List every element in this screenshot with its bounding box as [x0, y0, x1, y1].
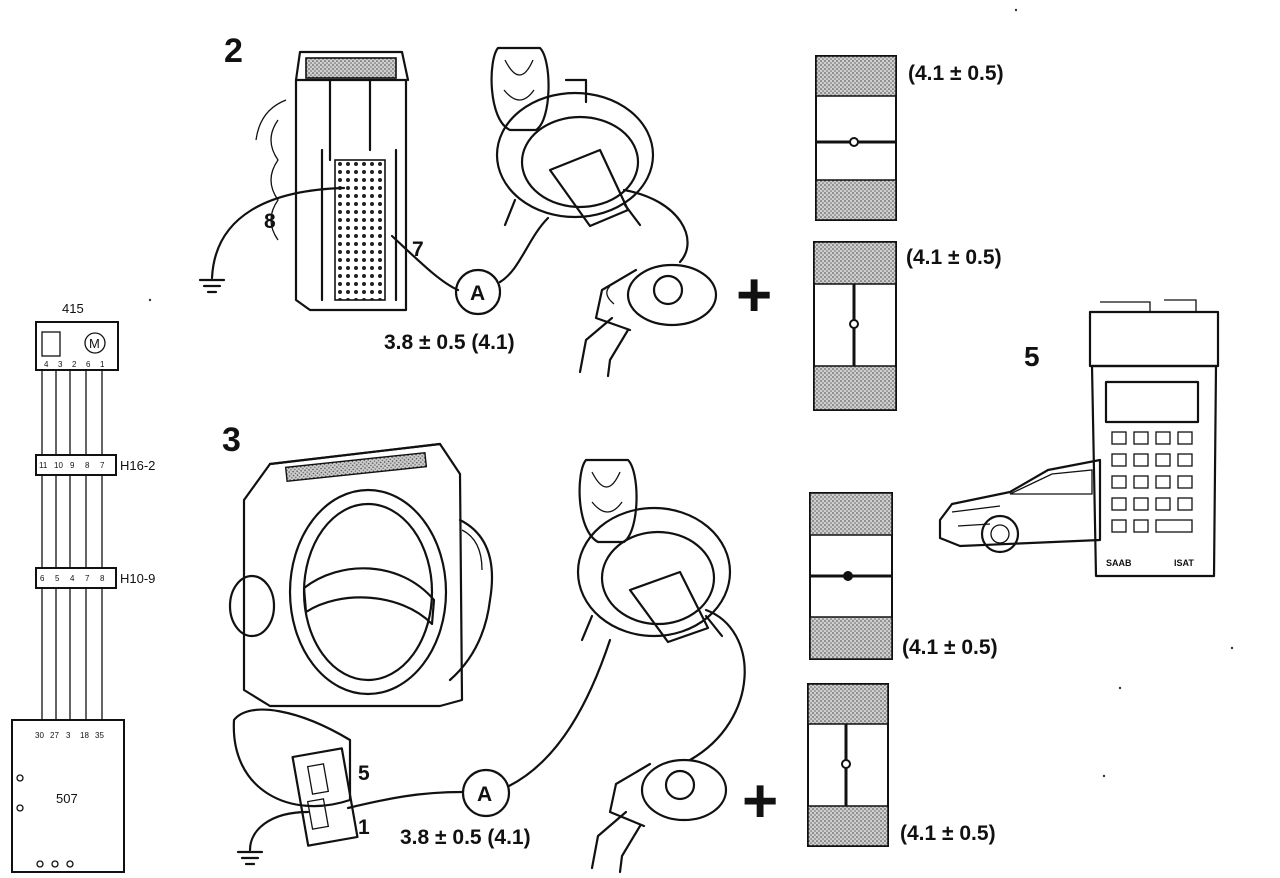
- h16-pin-label: 8: [85, 461, 90, 470]
- step-3-ground-wire: [248, 810, 310, 852]
- beam-pattern-2: [813, 241, 897, 411]
- ground-icon: [198, 278, 226, 294]
- step-3-pin-5-label: 5: [358, 762, 370, 785]
- step-3-plus-sign: +: [742, 767, 778, 836]
- tester-model: ISAT: [1174, 558, 1194, 568]
- step-2-sensor-plug-icon: [578, 263, 718, 378]
- step-3-sensor-plug-icon: [590, 758, 728, 874]
- wire-bundle: [41, 370, 103, 720]
- step-3-group: 3 5 1 A: [222, 421, 778, 874]
- step-3-ammeter-icon: [461, 768, 511, 818]
- step-3-pin-1-label: 1: [358, 816, 370, 839]
- step-3-ammeter-label: A: [477, 783, 492, 806]
- connector-h16-2: [35, 454, 117, 476]
- beam-pattern-2-value: (4.1 ± 0.5): [906, 246, 1002, 269]
- ground-icon: [236, 850, 264, 866]
- h16-pin-label: 10: [54, 461, 63, 470]
- component-415-label: 415: [62, 301, 84, 316]
- step-2-wire-to-bulb: [498, 216, 550, 284]
- tester-keypad: [1111, 431, 1193, 533]
- print-specks: [148, 8, 1234, 778]
- sensor-symbol: [41, 331, 61, 357]
- h16-pin-labels: 11 10 9 8 7: [39, 461, 105, 470]
- bottom-pin-label: 27: [50, 731, 59, 740]
- connector-h16-2-label: H16-2: [120, 458, 155, 473]
- step-2-plus-sign: +: [736, 261, 772, 330]
- step-2-ground-wire: [210, 186, 346, 280]
- connector-h10-9-label: H10-9: [120, 571, 155, 586]
- tester-brand: SAAB: [1106, 558, 1132, 568]
- top-pin-label: 3: [58, 360, 63, 369]
- step-5-callout: 5: [1024, 341, 1040, 372]
- wiring-diagram: 415 M 4 3 2 6 1 11 10 9 8 7 H16-2: [11, 301, 155, 873]
- h10-pin-label: 7: [85, 574, 90, 583]
- step-2-wire-to-sensor: [622, 188, 689, 264]
- step-2-pin-8-label: 8: [264, 210, 276, 233]
- top-pin-label: 2: [72, 360, 77, 369]
- step-3-wire-to-sensor: [688, 608, 746, 762]
- beam-pattern-4: [807, 683, 889, 847]
- step-2-callout: 2: [224, 32, 243, 70]
- beam-pattern-4-value: (4.1 ± 0.5): [900, 822, 996, 845]
- throttle-body-drawing: [228, 442, 494, 847]
- h10-pin-label: 8: [100, 574, 105, 583]
- connector-h10-9: [35, 567, 117, 589]
- h10-pin-label: 5: [55, 574, 60, 583]
- top-pin-labels: 4 3 2 6 1: [44, 360, 105, 369]
- ecu-connector-drawing: [255, 50, 410, 312]
- step-2-pin-7-label: 7: [412, 238, 424, 261]
- step-3-wire-to-meter: [346, 790, 464, 810]
- component-507-label: 507: [56, 791, 78, 806]
- step-2-headlamp-bulb-icon: [490, 46, 655, 228]
- step-5-group: 5: [938, 299, 1220, 578]
- beam-pattern-1-value: (4.1 ± 0.5): [908, 62, 1004, 85]
- h10-pin-label: 4: [70, 574, 75, 583]
- motor-symbol-icon: [84, 332, 106, 354]
- bottom-pin-label: 18: [80, 731, 89, 740]
- bottom-pin-label: 30: [35, 731, 44, 740]
- diagnostic-tester-icon: SAAB ISAT: [1088, 299, 1220, 578]
- step-2-ammeter-icon: [454, 268, 502, 316]
- step-3-callout: 3: [222, 421, 241, 459]
- bottom-pin-label: 35: [95, 731, 104, 740]
- bottom-pin-label: 3: [66, 731, 71, 740]
- h16-pin-label: 11: [39, 461, 48, 470]
- h10-pin-label: 6: [40, 574, 45, 583]
- top-pin-label: 6: [86, 360, 91, 369]
- beam-pattern-3: [809, 492, 893, 660]
- top-pin-label: 4: [44, 360, 49, 369]
- top-pin-label: 1: [100, 360, 105, 369]
- h16-pin-label: 9: [70, 461, 75, 470]
- h10-pin-labels: 6 5 4 7 8: [40, 574, 105, 583]
- bottom-pin-labels: 30 27 3 18 35: [35, 731, 104, 740]
- car-icon: [938, 458, 1102, 554]
- step-3-reading: 3.8 ± 0.5 (4.1): [400, 826, 531, 849]
- h16-pin-label: 7: [100, 461, 105, 470]
- component-507-box: [11, 719, 125, 873]
- step-2-reading: 3.8 ± 0.5 (4.1): [384, 331, 515, 354]
- step-3-wire-to-bulb: [507, 638, 612, 788]
- motor-symbol-label: M: [89, 336, 100, 351]
- step-3-headlamp-bulb-icon: [576, 458, 732, 644]
- beam-pattern-3-value: (4.1 ± 0.5): [902, 636, 998, 659]
- step-2-wire-to-meter: [390, 234, 460, 292]
- beam-pattern-1: [815, 55, 897, 221]
- step-2-group: 2 8 7 A: [198, 32, 772, 378]
- step-2-ammeter-label: A: [470, 282, 485, 305]
